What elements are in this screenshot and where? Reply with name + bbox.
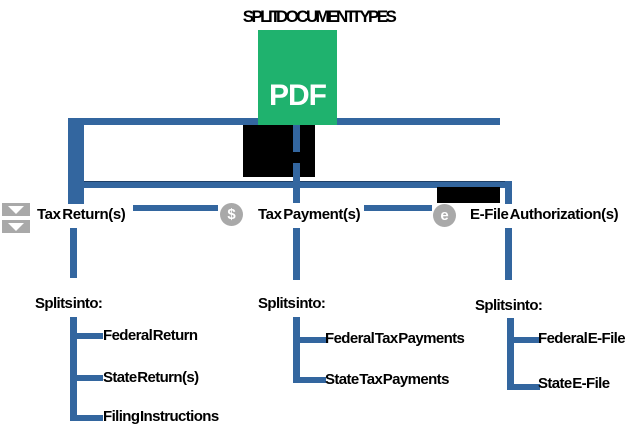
category-label-tax-payments: Tax Payment(s) bbox=[258, 206, 361, 223]
tree2-tick-2 bbox=[300, 377, 326, 383]
splits-into-label-col2: Splits into: bbox=[258, 295, 326, 312]
black-box-under-pdf bbox=[243, 125, 315, 177]
tree2-vertical bbox=[293, 317, 300, 383]
tree1-item-federal-return: Federal Return bbox=[103, 327, 198, 344]
dollar-circle-icon: $ bbox=[220, 203, 243, 226]
pdf-file-icon: PDF bbox=[258, 30, 337, 125]
category-label-tax-returns: Tax Return(s) bbox=[37, 206, 126, 223]
splits-into-label-col1: Splits into: bbox=[35, 295, 103, 312]
connector-col3-vertical bbox=[505, 228, 512, 280]
tree3-vertical bbox=[507, 318, 514, 390]
tree2-item-state-tax-payments: State Tax Payments bbox=[325, 371, 449, 388]
tree1-tick-1 bbox=[77, 333, 103, 339]
tree2-item-federal-tax-payments: Federal Tax Payments bbox=[325, 330, 465, 347]
pdf-label: PDF bbox=[269, 79, 327, 112]
connector-left-thick-vertical bbox=[68, 118, 84, 204]
tree1-item-state-returns: State Return(s) bbox=[103, 369, 199, 386]
tree2-tick-1 bbox=[300, 337, 326, 343]
connector-row-segment-b bbox=[364, 205, 432, 211]
e-circle-icon: e bbox=[433, 204, 456, 227]
tree1-item-filing-instructions: Filing Instructions bbox=[103, 408, 219, 425]
black-box-above-efile bbox=[437, 187, 500, 203]
tree3-tick-1 bbox=[514, 337, 540, 343]
splits-into-label-col3: Splits into: bbox=[475, 297, 543, 314]
connector-pdf-vertical bbox=[293, 125, 300, 203]
tree1-vertical bbox=[70, 317, 77, 421]
category-label-efile-authorizations: E-File Authorization(s) bbox=[470, 206, 619, 223]
connector-col1-vertical bbox=[70, 228, 77, 278]
connector-col2-vertical bbox=[293, 228, 300, 280]
tree1-tick-2 bbox=[77, 375, 103, 381]
e-glyph: e bbox=[440, 207, 449, 224]
connector-row-segment-a bbox=[133, 205, 218, 211]
connector-right-elbow-vertical bbox=[505, 181, 512, 204]
diagram-title: SPLIT DOCUMENT TYPES bbox=[242, 7, 397, 26]
tree1-tick-3 bbox=[77, 415, 103, 421]
black-notch-on-pdf-vertical bbox=[293, 152, 300, 163]
dollar-glyph: $ bbox=[227, 206, 236, 223]
tree3-item-state-efile: State E-File bbox=[538, 375, 610, 392]
tree3-item-federal-efile: Federal E-File bbox=[538, 330, 626, 347]
document-tray-icon bbox=[2, 203, 30, 233]
tree3-tick-2 bbox=[514, 384, 540, 390]
